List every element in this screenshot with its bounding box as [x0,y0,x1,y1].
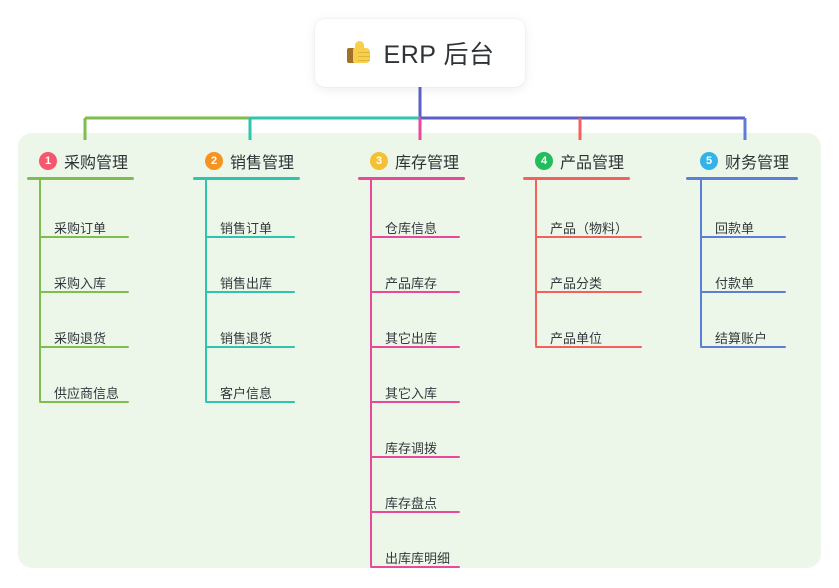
leaf-rule [370,401,460,403]
thumbs-up-icon [346,39,374,67]
leaf-rule [535,291,642,293]
leaf-item[interactable]: 结算账户 [715,331,768,346]
leaf-rule [370,456,460,458]
leaf-rule [39,291,129,293]
leaf-rule [700,236,786,238]
column-title-4: 产品管理 [560,155,625,172]
leaf-item[interactable]: 其它出库 [385,331,438,346]
column-spine-4 [535,177,537,346]
column-spine-2 [205,177,207,401]
root-title: ERP 后台 [383,41,495,69]
leaf-rule [370,236,460,238]
column-header-1[interactable]: 1 采购管理 [39,149,128,173]
column-rule-1 [27,177,134,180]
leaf-item[interactable]: 客户信息 [220,386,273,401]
leaf-rule [205,346,295,348]
column-badge-2: 2 [205,152,223,170]
column-spine-1 [39,177,41,401]
leaf-rule [535,236,642,238]
leaf-rule [370,566,460,568]
root-node[interactable]: ERP 后台 [315,19,525,87]
column-rule-4 [523,177,630,180]
column-rule-5 [686,177,798,180]
leaf-item[interactable]: 产品分类 [550,276,603,291]
leaf-rule [205,291,295,293]
leaf-item[interactable]: 仓库信息 [385,221,438,236]
column-header-4[interactable]: 4 产品管理 [535,149,624,173]
leaf-rule [39,236,129,238]
leaf-rule [535,346,642,348]
leaf-item[interactable]: 产品库存 [385,276,438,291]
leaf-item[interactable]: 采购订单 [54,221,107,236]
leaf-item[interactable]: 销售出库 [220,276,273,291]
column-spine-5 [700,177,702,346]
leaf-item[interactable]: 回款单 [715,221,755,236]
diagram-canvas [18,133,821,568]
leaf-rule [370,346,460,348]
leaf-rule [205,401,295,403]
leaf-item[interactable]: 销售订单 [220,221,273,236]
column-badge-5: 5 [700,152,718,170]
leaf-rule [700,346,786,348]
leaf-rule [370,511,460,513]
leaf-rule [370,291,460,293]
leaf-rule [205,236,295,238]
column-badge-1: 1 [39,152,57,170]
column-title-5: 财务管理 [725,155,790,172]
leaf-item[interactable]: 采购退货 [54,331,107,346]
column-rule-2 [193,177,300,180]
column-title-3: 库存管理 [395,155,460,172]
column-spine-3 [370,177,372,566]
leaf-rule [39,401,129,403]
leaf-item[interactable]: 产品单位 [550,331,603,346]
column-header-2[interactable]: 2 销售管理 [205,149,294,173]
column-header-3[interactable]: 3 库存管理 [370,149,459,173]
leaf-item[interactable]: 库存盘点 [385,496,438,511]
column-header-5[interactable]: 5 财务管理 [700,149,789,173]
leaf-item[interactable]: 供应商信息 [54,386,120,401]
leaf-item[interactable]: 出库库明细 [385,551,451,566]
leaf-item[interactable]: 其它入库 [385,386,438,401]
leaf-item[interactable]: 采购入库 [54,276,107,291]
leaf-item[interactable]: 产品（物料） [550,221,629,236]
column-badge-4: 4 [535,152,553,170]
column-rule-3 [358,177,465,180]
leaf-item[interactable]: 销售退货 [220,331,273,346]
column-title-1: 采购管理 [64,155,129,172]
leaf-item[interactable]: 库存调拨 [385,441,438,456]
column-title-2: 销售管理 [230,155,295,172]
leaf-rule [39,346,129,348]
leaf-item[interactable]: 付款单 [715,276,755,291]
column-badge-3: 3 [370,152,388,170]
leaf-rule [700,291,786,293]
